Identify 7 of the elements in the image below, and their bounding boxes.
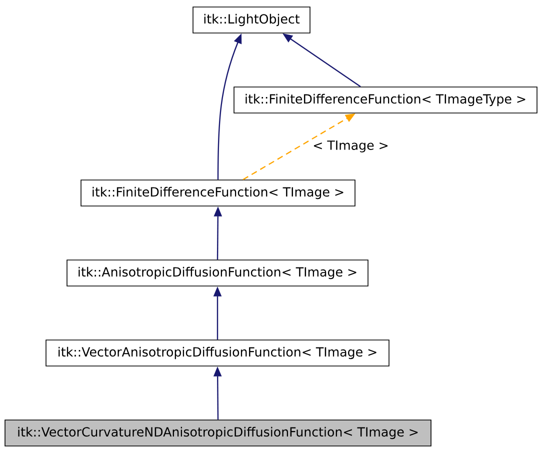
class-box: itk::FiniteDifferenceFunction< TImageType > (234, 86, 538, 114)
class-box: itk::FiniteDifferenceFunction< TImage > (80, 180, 356, 206)
class-box: itk::VectorAnisotropicDiffusionFunction< TImage > (46, 340, 390, 366)
class-box: itk::LightObject (192, 6, 310, 34)
edge-label: < TImage > (312, 140, 390, 154)
class-box: itk::VectorCurvatureNDAnisotropicDiffusionFunction< TImage > (4, 420, 432, 446)
class-box: itk::AnisotropicDiffusionFunction< TImage > (66, 260, 368, 286)
